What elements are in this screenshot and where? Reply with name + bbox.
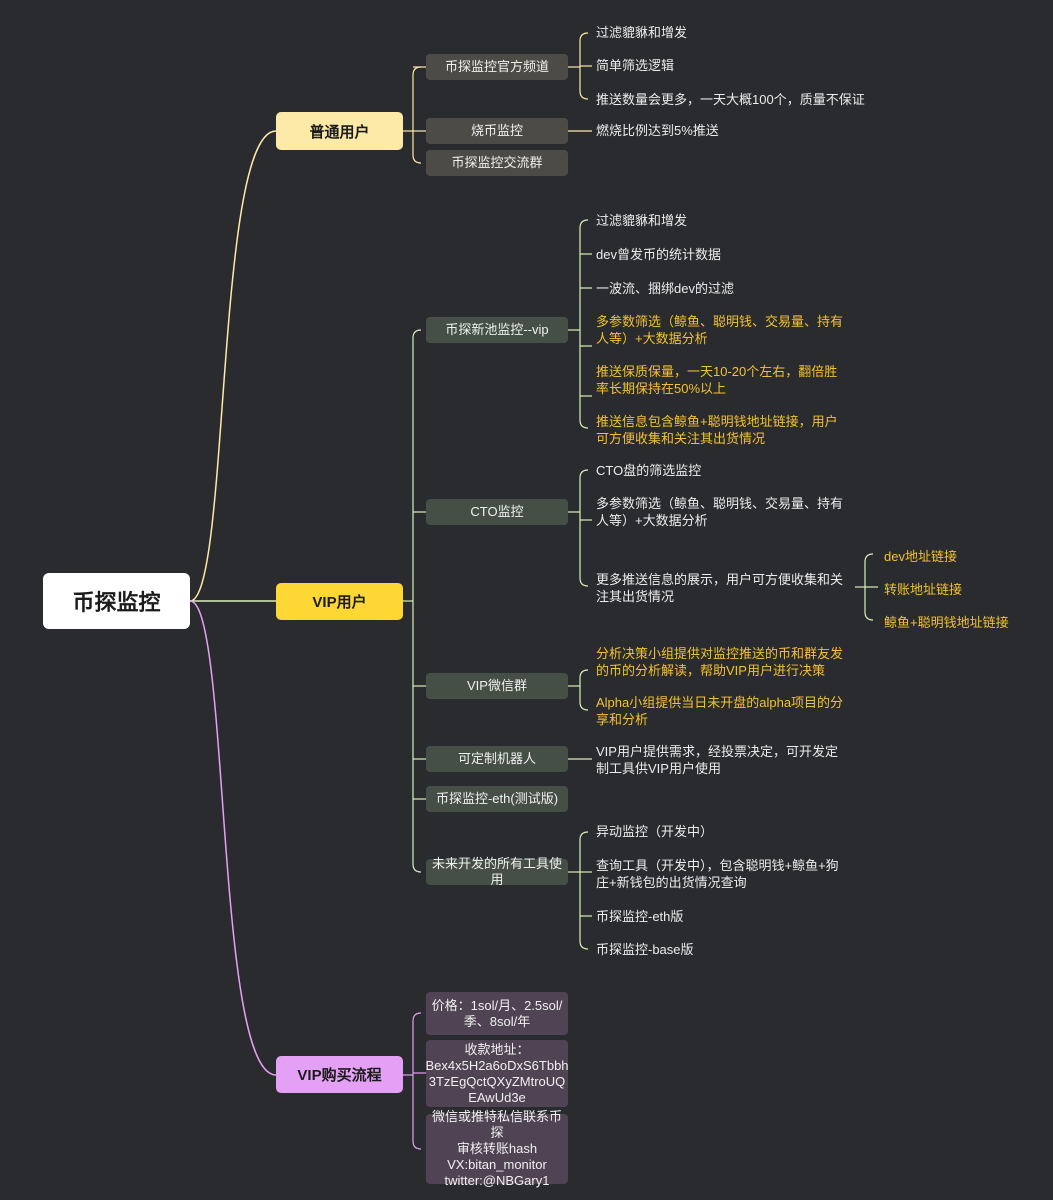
contact-line-1: 微信或推特私信联系币探: [431, 1109, 562, 1140]
leaf-pool-1: 过滤貔貅和增发: [596, 213, 688, 228]
contact-line-2: 审核转账hash: [456, 1141, 538, 1156]
connectors-vip: [403, 219, 878, 950]
node-official-channel[interactable]: 币探监控官方频道: [426, 54, 568, 80]
root-node[interactable]: 币探监控: [43, 573, 190, 629]
branch-vip-purchase[interactable]: VIP购买流程: [276, 1056, 403, 1093]
leaf-cto-3: 更多推送信息的展示，用户可方便收集和关注其出货情况: [596, 572, 844, 604]
node-cto-monitor[interactable]: CTO监控: [426, 499, 568, 525]
branch-ordinary-users[interactable]: 普通用户: [276, 112, 403, 150]
node-eth-beta[interactable]: 币探监控-eth(测试版): [426, 786, 568, 812]
node-future-tools[interactable]: 未来开发的所有工具使用: [426, 856, 568, 887]
node-vip-wechat[interactable]: VIP微信群: [426, 673, 568, 699]
connector-root-buy: [189, 600, 277, 1076]
leaf-official-3: 推送数量会更多，一天大概100个，质量不保证: [596, 92, 865, 107]
node-contact[interactable]: 微信或推特私信联系币探 审核转账hash VX:bitan_monitor tw…: [426, 1109, 568, 1188]
leaf-wechat-2: Alpha小组提供当日未开盘的alpha项目的分享和分析: [596, 695, 844, 727]
node-price[interactable]: 价格：1sol/月、2.5sol/ 季、8sol/年: [426, 992, 568, 1035]
leaf-cto-2: 多参数筛选（鲸鱼、聪明钱、交易量、持有人等）+大数据分析: [596, 496, 844, 528]
leaf-pool-3: 一波流、捆绑dev的过滤: [596, 281, 734, 296]
node-custom-bot[interactable]: 可定制机器人: [426, 746, 568, 772]
leaf-pool-6: 推送信息包含鲸鱼+聪明钱地址链接，用户可方便收集和关注其出货情况: [596, 414, 838, 446]
address-line-4: EAwUd3e: [468, 1089, 526, 1105]
price-line-1: 价格：1sol/月、2.5sol/: [431, 997, 563, 1013]
leaf-burn-1: 燃烧比例达到5%推送: [596, 123, 719, 138]
sub-whale-smart-address: 鲸鱼+聪明钱地址链接: [884, 615, 1009, 630]
node-new-pool-vip[interactable]: 币探新池监控--vip: [426, 317, 568, 343]
leaf-future-1: 异动监控（开发中）: [596, 824, 714, 839]
leaf-official-1: 过滤貔貅和增发: [596, 25, 688, 40]
leaf-future-3: 币探监控-eth版: [596, 909, 684, 924]
address-line-2: Bex4x5H2a6oDxS6Tbbh: [425, 1057, 569, 1073]
contact-line-3: VX:bitan_monitor: [447, 1157, 547, 1172]
branch-vip-users[interactable]: VIP用户: [276, 583, 403, 620]
node-exchange-group[interactable]: 币探监控交流群: [426, 150, 568, 176]
sub-transfer-address: 转账地址链接: [884, 582, 963, 597]
leaf-future-2: 查询工具（开发中），包含聪明钱+鲸鱼+狗庄+新钱包的出货情况查询: [596, 858, 839, 890]
address-line-1: 收款地址：: [464, 1041, 530, 1057]
node-burn-monitor[interactable]: 烧币监控: [426, 118, 568, 144]
node-payment-address[interactable]: 收款地址： Bex4x5H2a6oDxS6Tbbh 3TzEgQctQXyZMt…: [425, 1040, 569, 1107]
connector-root-ordinary: [189, 130, 277, 602]
connectors-buy: [403, 1012, 426, 1150]
leaf-cto-1: CTO盘的筛选监控: [596, 463, 702, 478]
leaf-pool-2: dev曾发币的统计数据: [596, 247, 721, 262]
sub-dev-address: dev地址链接: [884, 549, 957, 564]
leaf-official-2: 简单筛选逻辑: [596, 58, 675, 73]
address-line-3: 3TzEgQctQXyZMtroUQ: [428, 1073, 566, 1089]
connectors-ordinary: [403, 32, 592, 164]
price-line-2: 季、8sol/年: [463, 1013, 531, 1029]
leaf-bot-1: VIP用户提供需求，经投票决定，可开发定制工具供VIP用户使用: [596, 744, 838, 776]
contact-line-4: twitter:@NBGary1: [444, 1173, 550, 1188]
leaf-future-4: 币探监控-base版: [596, 942, 694, 957]
leaf-wechat-1: 分析决策小组提供对监控推送的币和群友发的币的分析解读，帮助VIP用户进行决策: [596, 646, 844, 678]
leaf-pool-5: 推送保质保量，一天10-20个左右，翻倍胜率长期保持在50%以上: [596, 364, 838, 396]
leaf-pool-4: 多参数筛选（鲸鱼、聪明钱、交易量、持有人等）+大数据分析: [596, 314, 844, 346]
